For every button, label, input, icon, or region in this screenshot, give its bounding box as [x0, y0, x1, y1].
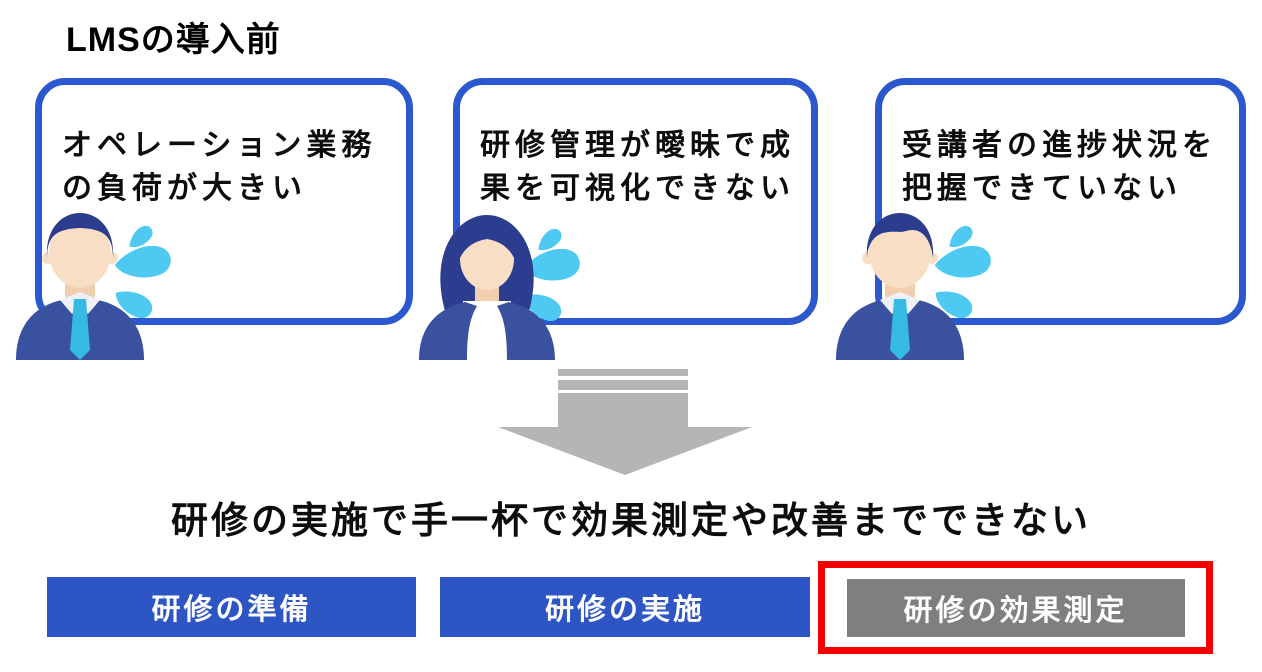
- sweat-drops-icon: [934, 225, 991, 319]
- page-title: LMSの導入前: [66, 21, 281, 59]
- sweat-drops-icon: [523, 228, 580, 322]
- highlight-frame: 研修の効果測定: [818, 561, 1213, 654]
- businessman-avatar-icon: [836, 213, 991, 360]
- down-arrow-icon: [498, 369, 752, 475]
- speech-bubble-3: 受講者の進捗状況を把握できていない: [875, 78, 1246, 325]
- sweat-drops-icon: [114, 225, 171, 319]
- step-label: 研修の効果測定: [903, 594, 1128, 627]
- step-label: 研修の実施: [544, 594, 705, 626]
- bubble-2-text: 研修管理が曖昧で成果を可視化できない: [480, 129, 795, 205]
- step-label: 研修の準備: [151, 594, 312, 626]
- speech-bubble-1: オペレーション業務の負荷が大きい: [35, 78, 413, 325]
- step-training-preparation: 研修の準備: [47, 577, 416, 637]
- businessman-avatar-icon: [16, 213, 171, 360]
- bubble-1-text: オペレーション業務の負荷が大きい: [62, 129, 377, 205]
- step-training-execution: 研修の実施: [440, 577, 810, 637]
- bubble-3-text: 受講者の進捗状況を把握できていない: [902, 129, 1217, 205]
- businesswoman-avatar-icon: [419, 215, 580, 360]
- step-training-effect-measurement: 研修の効果測定: [846, 578, 1185, 637]
- summary-text: 研修の実施で手一杯で効果測定や改善までできない: [171, 500, 1091, 541]
